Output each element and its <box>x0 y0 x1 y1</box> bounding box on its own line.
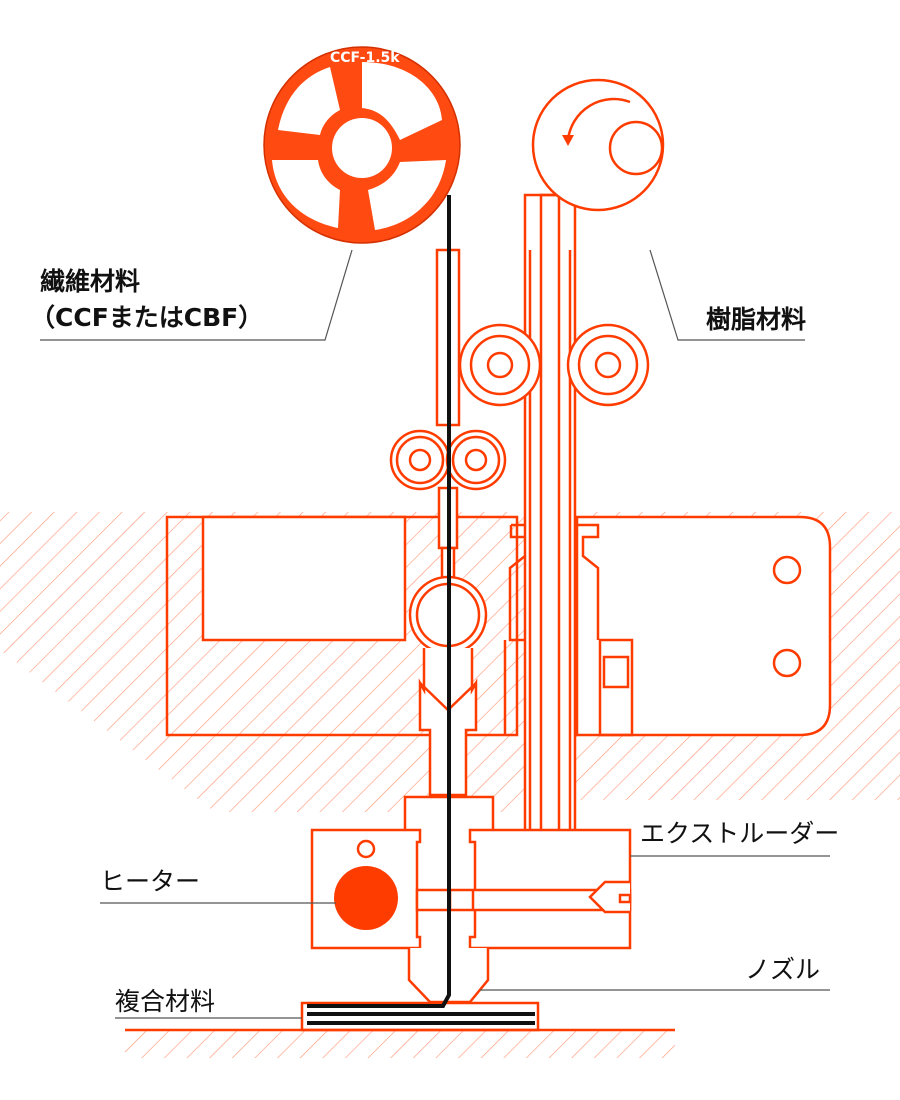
heater-element <box>334 866 398 930</box>
fiber-roller-left <box>389 429 451 491</box>
fiber-spool: CCF-1.5k <box>263 46 461 244</box>
resin-spool <box>531 78 665 212</box>
label-heater: ヒーター <box>100 867 201 896</box>
housing-right <box>575 515 832 737</box>
leader-resin <box>649 249 805 341</box>
bracket-pin <box>602 655 630 689</box>
label-nozzle: ノズル <box>745 955 821 984</box>
thermistor <box>356 839 376 859</box>
bracket <box>598 638 634 737</box>
label-fiber-material: 繊維材料 <box>40 267 141 296</box>
leader-fiber <box>40 249 353 341</box>
fiber-strand <box>307 195 451 1008</box>
bed-hatch <box>125 1030 675 1058</box>
label-fiber-material-sub: （CCFまたはCBF） <box>30 303 264 332</box>
resin-tube <box>523 193 577 872</box>
label-resin-material: 樹脂材料 <box>706 305 807 334</box>
resin-roller-right <box>566 323 650 407</box>
svg-text:CCF-1.5k: CCF-1.5k <box>330 50 400 66</box>
label-extruder: エクストルーダー <box>640 819 840 848</box>
housing-window <box>201 515 407 642</box>
housing-hole <box>772 555 802 585</box>
fiber-roller-right <box>445 429 507 491</box>
label-composite-material: 複合材料 <box>115 987 216 1016</box>
resin-guide <box>508 525 526 642</box>
resin-guide <box>511 523 600 640</box>
resin-roller-left <box>458 323 542 407</box>
housing-hole <box>772 648 802 678</box>
